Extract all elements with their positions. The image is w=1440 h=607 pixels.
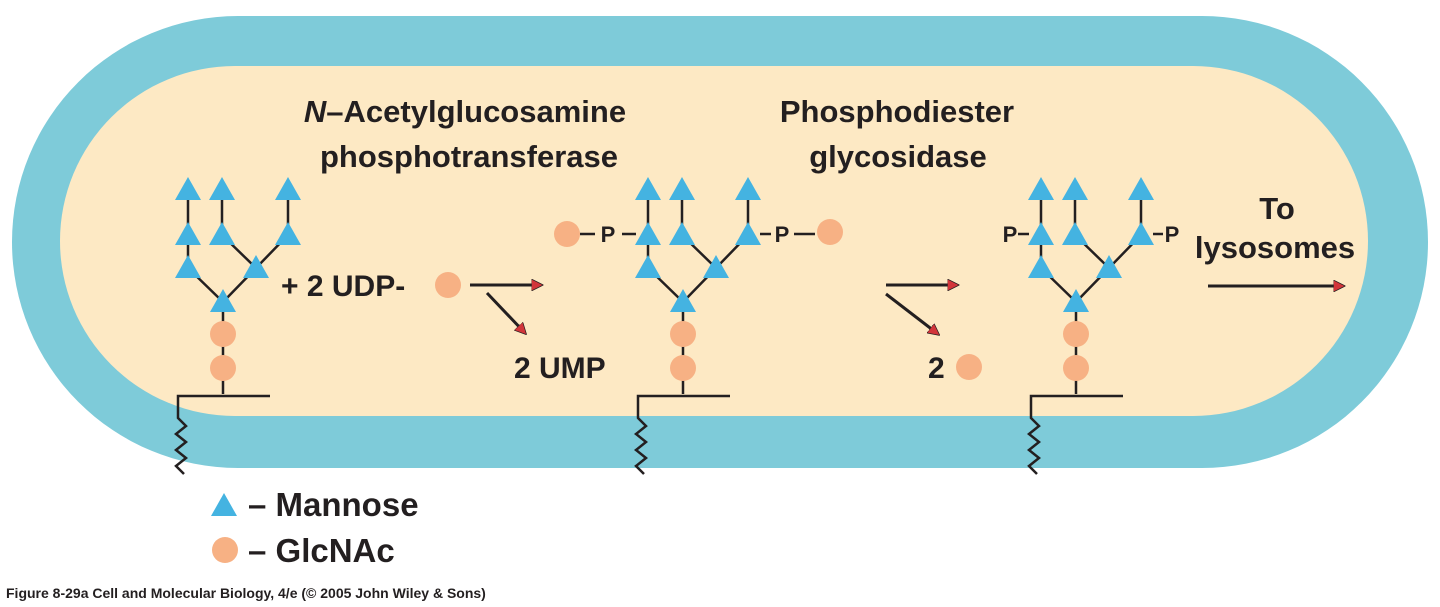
enzyme-2-label: Phosphodiester	[780, 94, 1014, 129]
glcnac-icon	[554, 221, 580, 247]
udp-glcnac-reagent: + 2 UDP-	[281, 270, 405, 303]
glcnac-icon	[670, 355, 696, 381]
oligosaccharide-3: P P	[1003, 177, 1180, 475]
glcnac-icon	[212, 537, 238, 563]
destination-label: To	[1259, 191, 1295, 226]
legend-glcnac: – GlcNAc	[248, 532, 395, 569]
reaction-2-byproduct-arrow	[885, 292, 938, 334]
oligosaccharide-2: P P	[554, 177, 843, 475]
oligosaccharide-1	[173, 177, 301, 475]
glcnac-icon	[210, 355, 236, 381]
glcnac-icon	[210, 321, 236, 347]
ump-byproduct: 2 UMP	[514, 352, 606, 385]
enzyme-2-label-line-2: glycosidase	[809, 139, 986, 174]
glcnac-icon	[1063, 355, 1089, 381]
enzyme-1-label: N–Acetylglucosamine	[304, 94, 626, 129]
glcnac-byproduct-count: 2	[928, 352, 945, 385]
phosphate-label: P	[1003, 222, 1018, 247]
phosphate-label: P	[1165, 222, 1180, 247]
glcnac-icon	[670, 321, 696, 347]
enzyme-1-label-line-2: phosphotransferase	[320, 139, 618, 174]
glcnac-icon	[956, 354, 982, 380]
golgi-lumen	[60, 66, 1368, 416]
glcnac-icon	[435, 272, 461, 298]
glcnac-icon	[1063, 321, 1089, 347]
glcnac-icon	[817, 219, 843, 245]
reaction-1-byproduct-arrow	[485, 291, 525, 333]
phosphate-label: P	[775, 222, 790, 247]
mannose-icon	[211, 493, 237, 516]
figure-caption: Figure 8-29a Cell and Molecular Biology,…	[6, 585, 486, 601]
legend-mannose: – Mannose	[248, 486, 419, 523]
legend: – Mannose – GlcNAc	[211, 486, 419, 569]
destination-label-line-2: lysosomes	[1195, 230, 1355, 265]
phosphate-label: P	[601, 222, 616, 247]
